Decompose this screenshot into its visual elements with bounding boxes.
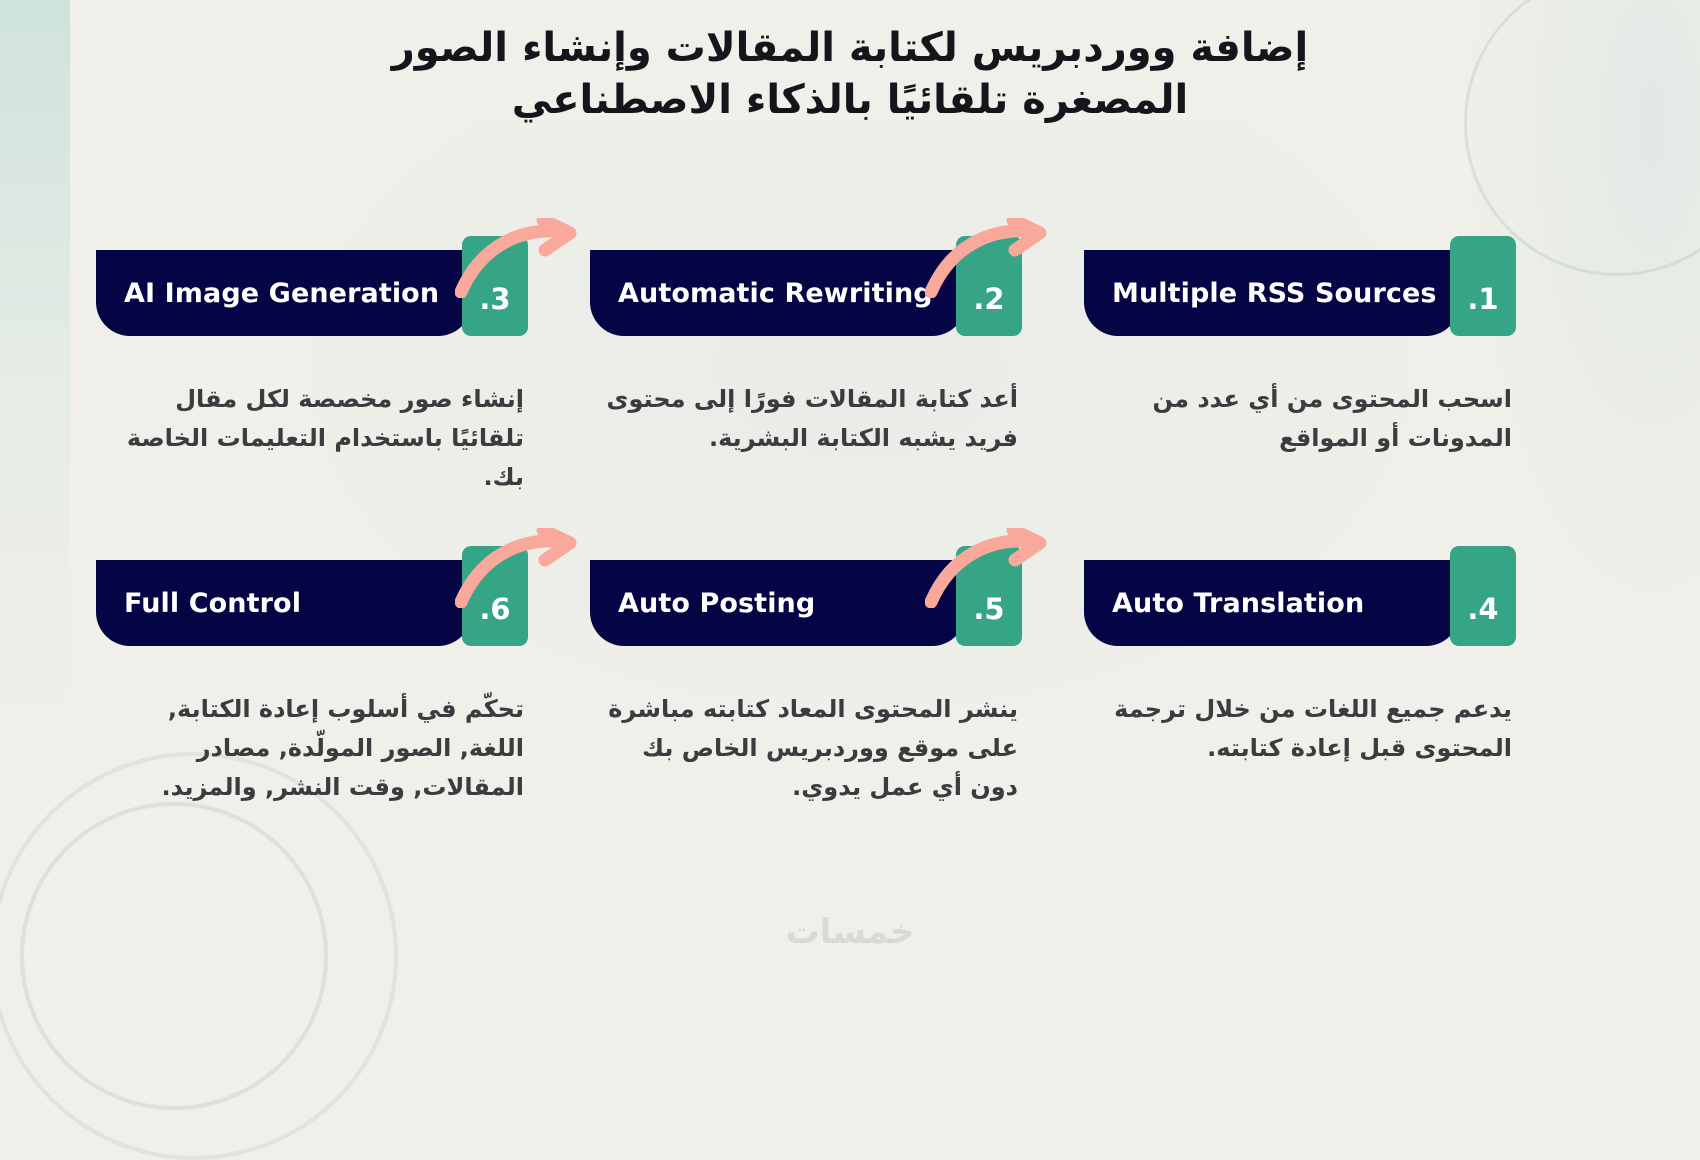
feature-card-6: Full Control 6. تحكّم في أسلوب إعادة الك… <box>96 546 528 870</box>
watermark-text: خمسات <box>785 912 915 952</box>
feature-card-2-number-badge: 2. <box>956 236 1022 336</box>
feature-card-2-title-bar: Automatic Rewriting <box>590 250 966 336</box>
feature-card-2: Automatic Rewriting 2. أعد كتابة المقالا… <box>590 236 1022 560</box>
feature-card-1-title: Multiple RSS Sources <box>1112 277 1437 309</box>
feature-card-5: Auto Posting 5. ينشر المحتوى المعاد كتاب… <box>590 546 1022 870</box>
feature-card-5-header: Auto Posting 5. <box>590 546 1022 646</box>
feature-card-6-title: Full Control <box>124 587 302 619</box>
background-gradient-left <box>0 0 70 970</box>
feature-card-2-title: Automatic Rewriting <box>618 277 933 309</box>
feature-card-3-number: 3. <box>479 282 511 316</box>
feature-card-3-description: إنشاء صور مخصصة لكل مقال تلقائيًا باستخد… <box>126 385 524 491</box>
feature-card-4-number: 4. <box>1467 592 1499 626</box>
feature-card-2-number: 2. <box>973 282 1005 316</box>
feature-card-5-title: Auto Posting <box>618 587 816 619</box>
feature-cards-grid: Multiple RSS Sources 1. اسحب المحتوى من … <box>96 236 1516 870</box>
feature-card-1-number-badge: 1. <box>1450 236 1516 336</box>
feature-card-6-title-bar: Full Control <box>96 560 472 646</box>
feature-card-3-title-bar: AI Image Generation <box>96 250 472 336</box>
feature-card-4-header: Auto Translation 4. <box>1084 546 1516 646</box>
feature-card-5-description: ينشر المحتوى المعاد كتابته مباشرة على مو… <box>608 695 1018 801</box>
feature-card-6-number-badge: 6. <box>462 546 528 646</box>
feature-card-1: Multiple RSS Sources 1. اسحب المحتوى من … <box>1084 236 1516 560</box>
feature-card-1-number: 1. <box>1467 282 1499 316</box>
feature-card-3: AI Image Generation 3. إنشاء صور مخصصة ل… <box>96 236 528 560</box>
feature-card-6-header: Full Control 6. <box>96 546 528 646</box>
feature-card-4-description: يدعم جميع اللغات من خلال ترجمة المحتوى ق… <box>1114 695 1512 762</box>
feature-card-1-title-bar: Multiple RSS Sources <box>1084 250 1460 336</box>
feature-card-5-title-bar: Auto Posting <box>590 560 966 646</box>
feature-card-2-header: Automatic Rewriting 2. <box>590 236 1022 336</box>
feature-card-5-number-badge: 5. <box>956 546 1022 646</box>
feature-card-3-header: AI Image Generation 3. <box>96 236 528 336</box>
feature-card-2-description: أعد كتابة المقالات فورًا إلى محتوى فريد … <box>606 385 1018 452</box>
feature-card-4: Auto Translation 4. يدعم جميع اللغات من … <box>1084 546 1516 870</box>
feature-card-3-number-badge: 3. <box>462 236 528 336</box>
feature-card-6-description: تحكّم في أسلوب إعادة الكتابة, اللغة, الص… <box>161 695 525 801</box>
feature-card-1-header: Multiple RSS Sources 1. <box>1084 236 1516 336</box>
feature-card-1-description: اسحب المحتوى من أي عدد من المدونات أو ال… <box>1152 385 1512 452</box>
feature-card-4-title: Auto Translation <box>1112 587 1365 619</box>
page-title-line-1: إضافة ووردبريس لكتابة المقالات وإنشاء ال… <box>391 25 1309 71</box>
feature-card-6-number: 6. <box>479 592 511 626</box>
page-title: إضافة ووردبريس لكتابة المقالات وإنشاء ال… <box>0 22 1700 126</box>
feature-card-3-title: AI Image Generation <box>124 277 440 309</box>
feature-card-4-number-badge: 4. <box>1450 546 1516 646</box>
feature-card-4-title-bar: Auto Translation <box>1084 560 1460 646</box>
feature-card-5-number: 5. <box>973 592 1005 626</box>
page-title-line-2: المصغرة تلقائيًا بالذكاء الاصطناعي <box>511 77 1189 123</box>
